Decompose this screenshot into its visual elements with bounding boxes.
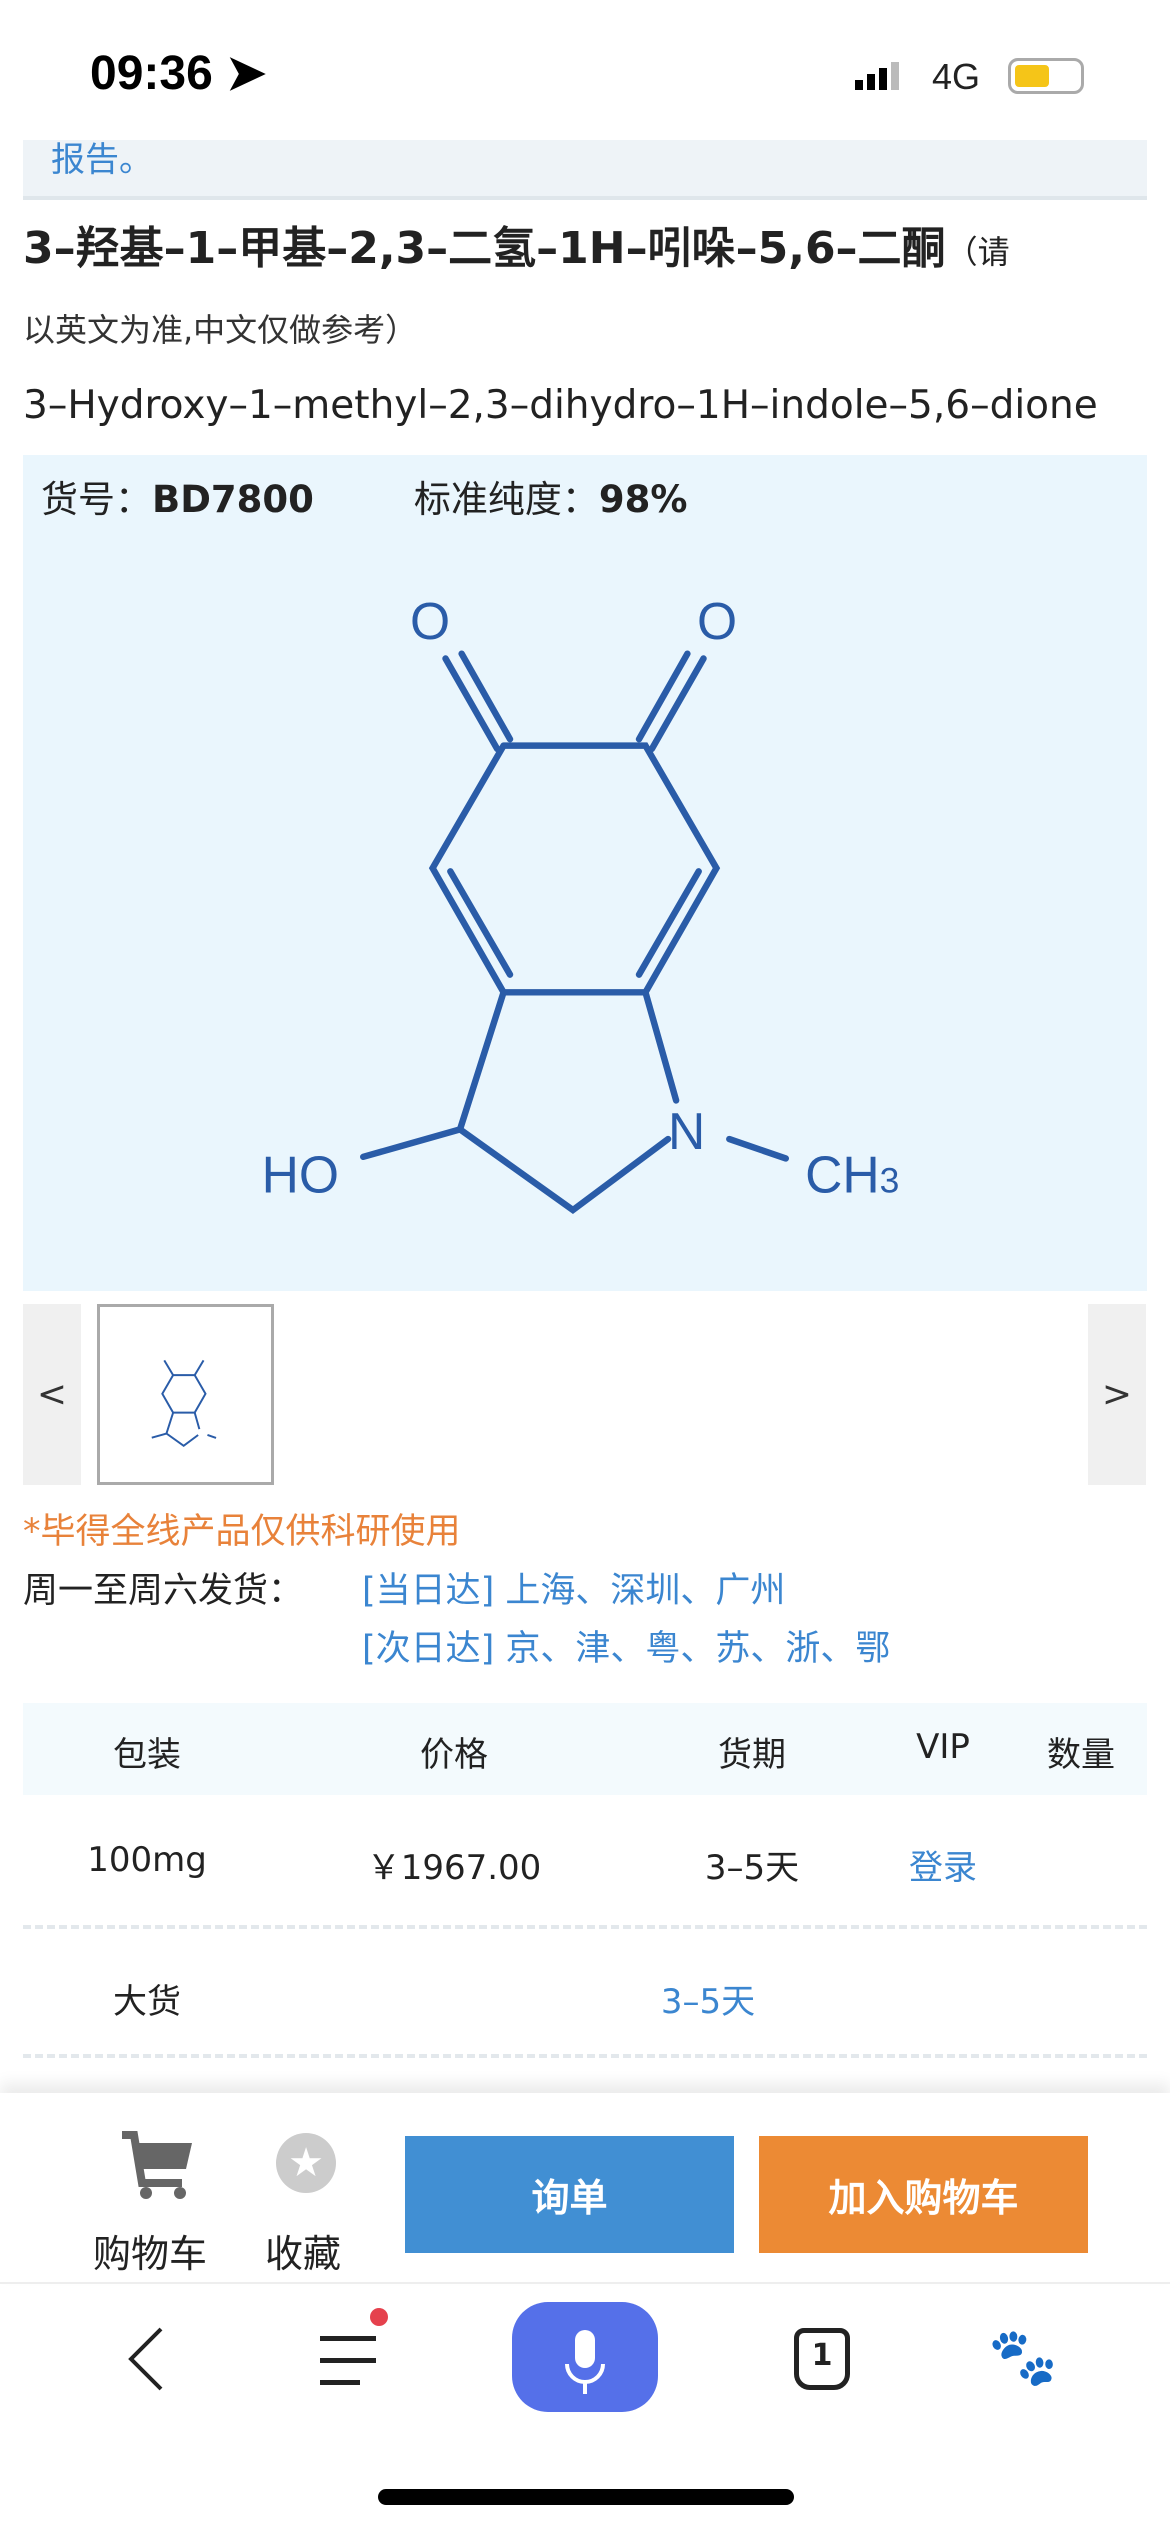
cart-icon: [122, 2131, 192, 2199]
purity: 标准纯度：98%: [413, 478, 688, 521]
notice-box: 报告。: [23, 140, 1147, 200]
shipping-next-day[interactable]: [次日达] 京、津、粤、苏、浙、鄂: [362, 1629, 891, 1669]
mic-icon: [565, 2330, 605, 2394]
location-arrow-icon: ➤: [226, 47, 267, 100]
header-package: 包装: [113, 1735, 181, 1775]
structure-image: O O N HO CH3: [262, 592, 899, 1215]
back-icon[interactable]: [125, 2326, 165, 2392]
gallery-prev-button[interactable]: <: [23, 1304, 81, 1485]
vip-login-link[interactable]: 登录: [909, 1848, 977, 1888]
product-info-row: 货号：BD7800 标准纯度：98%: [41, 469, 687, 523]
product-cn-name: 3–羟基–1–甲基–2,3–二氢–1H–吲哚–5,6–二酮（请: [23, 223, 1010, 274]
lead-time: 3–5天: [704, 1848, 800, 1888]
shipping-same-day[interactable]: [当日达] 上海、深圳、广州: [362, 1571, 786, 1611]
home-indicator[interactable]: [378, 2489, 794, 2505]
menu-icon[interactable]: [320, 2308, 388, 2385]
header-price: 价格: [420, 1735, 488, 1775]
tab-count-icon[interactable]: 1: [794, 2328, 850, 2390]
atom-n: N: [668, 1102, 705, 1160]
bulk-lead-time[interactable]: 3–5天: [660, 1982, 756, 2022]
favorite-star-icon[interactable]: ★: [276, 2133, 336, 2193]
cart-label[interactable]: 购物车: [93, 2232, 208, 2276]
thumbnail-structure: [151, 1359, 217, 1447]
table-row: 100mg ￥1967.00 3–5天 登录: [23, 1795, 1147, 1929]
network-type: 4G: [932, 56, 981, 97]
header-quantity: 数量: [1047, 1735, 1115, 1775]
atom-ch3: CH3: [805, 1145, 899, 1203]
baidu-paw-icon[interactable]: 🐾: [988, 2325, 1058, 2390]
battery-icon: [1008, 58, 1084, 94]
table-row-bulk: 大货 3–5天: [23, 1929, 1147, 2058]
product-en-name: 3–Hydroxy–1–methyl–2,3–dihydro–1H–indole…: [23, 383, 1098, 428]
status-bar: 09:36 ➤ 4G: [0, 0, 1170, 140]
price: ￥1967.00: [366, 1848, 542, 1888]
product-image-panel: 货号：BD7800 标准纯度：98% O O N HO CH3: [23, 455, 1147, 1291]
favorite-label[interactable]: 收藏: [265, 2232, 342, 2276]
atom-ho: HO: [262, 1145, 339, 1203]
package: 100mg: [87, 1840, 207, 1880]
header-vip: VIP: [916, 1727, 970, 1767]
atom-o2: O: [697, 592, 737, 650]
bulk-package: 大货: [113, 1982, 181, 2022]
price-table: 包装 价格 货期 VIP 数量 100mg ￥1967.00 3–5天 登录 大…: [23, 1703, 1147, 2058]
cn-name-note: 以英文为准,中文仅做参考）: [23, 311, 418, 349]
research-use-note: *毕得全线产品仅供科研使用: [23, 1512, 461, 1552]
signal-icon: [855, 62, 899, 90]
notification-dot: [370, 2308, 388, 2326]
cart-button[interactable]: [118, 2131, 198, 2201]
gallery-next-button[interactable]: >: [1088, 1304, 1146, 1485]
voice-search-button[interactable]: [512, 2302, 658, 2412]
sku: 货号：BD7800: [41, 478, 314, 521]
shipping-label: 周一至周六发货：: [23, 1571, 304, 1611]
notice-text: 报告。: [51, 140, 153, 180]
add-to-cart-button[interactable]: 加入购物车: [759, 2136, 1088, 2253]
atom-o1: O: [410, 592, 450, 650]
table-header: 包装 价格 货期 VIP 数量: [23, 1703, 1147, 1795]
inquiry-button[interactable]: 询单: [405, 2136, 734, 2253]
gallery-thumbnail[interactable]: [97, 1304, 274, 1485]
header-lead-time: 货期: [718, 1735, 786, 1775]
status-time: 09:36 ➤: [90, 47, 267, 100]
action-bar: 购物车 ★ 收藏 询单 加入购物车: [0, 2093, 1170, 2284]
